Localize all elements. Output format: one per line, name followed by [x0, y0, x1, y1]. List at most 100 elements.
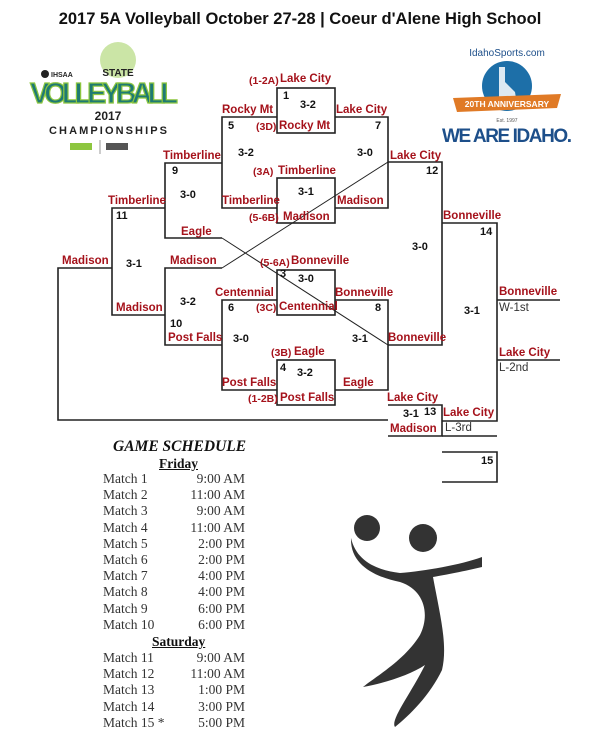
team-label: Lake City [390, 150, 442, 162]
est-text: Est. 1997 [496, 118, 517, 124]
schedule-row: Match 15 * 5:00 PM [103, 715, 245, 731]
team-label: Lake City [280, 73, 332, 85]
match-number: 6 [228, 302, 235, 314]
match-1-box [276, 87, 336, 134]
match-number: 7 [375, 120, 382, 132]
ribbon-text: 20TH ANNIVERSARY [465, 99, 550, 109]
schedule-row: Match 2 11:00 AM [103, 487, 245, 503]
seed: (3C) [256, 302, 277, 314]
match-time: 6:00 PM [198, 600, 245, 616]
logo-line3: CHAMPIONSHIPS [49, 125, 167, 137]
match-name: Match 2 [103, 487, 148, 503]
match-name: Match 4 [103, 519, 148, 535]
schedule-heading: GAME SCHEDULE [113, 438, 247, 455]
sponsor-logo [106, 143, 128, 150]
bracket-lines [57, 87, 560, 483]
match-number: 9 [172, 165, 179, 177]
match-name: Match 9 [103, 600, 148, 616]
match-number: 12 [426, 165, 439, 177]
volleyball-player-icon [350, 515, 482, 727]
team-label: Lake City [443, 407, 495, 419]
match-score: 3-2 [180, 296, 196, 308]
ribbon [453, 94, 561, 112]
team-label: Timberline [222, 195, 280, 207]
match-2-box [276, 177, 336, 224]
champion-team: Bonneville [499, 286, 558, 298]
crossover-lines [221, 161, 389, 346]
match-time: 9:00 AM [196, 650, 245, 665]
seed: (1-2B) [248, 393, 278, 405]
match-time: 11:00 AM [190, 519, 245, 535]
match-score: 3-2 [297, 367, 313, 379]
match-number: 11 [116, 210, 128, 222]
match-score: 3-2 [238, 147, 254, 159]
match-score: 3-1 [403, 408, 419, 420]
match-score: 3-0 [233, 333, 249, 345]
match-name: Match 6 [103, 552, 148, 567]
team-label: Post Falls [222, 377, 277, 389]
brand-name: IdahoSports.com [469, 48, 545, 59]
player-head [409, 524, 437, 552]
team-label: Timberline [108, 195, 166, 207]
logo-year: 2017 [95, 109, 122, 123]
match-score: 3-0 [298, 273, 314, 285]
match-10-bracket [164, 267, 222, 346]
team-label: Lake City [387, 392, 439, 404]
team-label: Eagle [294, 346, 325, 358]
team-label: Madison [390, 423, 437, 435]
match-time: 4:00 PM [198, 568, 245, 584]
idahosports-logo: IdahoSports.com 20TH ANNIVERSARY Est. 19… [442, 48, 572, 147]
team-label: Rocky Mt [279, 120, 331, 132]
match-number: 4 [280, 362, 287, 374]
match-11-bracket [111, 207, 165, 316]
match-name: Match 11 [103, 650, 154, 665]
page-title: 2017 5A Volleyball October 27-28 | Coeur… [58, 10, 542, 28]
match-name: Match 1 [103, 471, 148, 486]
tagline: WE ARE IDAHO. [442, 126, 572, 147]
team-label: Madison [116, 302, 163, 314]
match-name: Match 10 [103, 616, 155, 632]
match-name: Match 5 [103, 535, 148, 551]
schedule-row: Match 10 6:00 PM [103, 617, 245, 633]
match-time: 5:00 PM [198, 714, 245, 730]
schedule-row: Match 11 9:00 AM [103, 650, 245, 666]
match-score: 3-1 [352, 333, 368, 345]
match-13-bracket [388, 404, 443, 437]
match-name: Match 15 * [103, 714, 165, 730]
match-score: 3-1 [464, 305, 480, 317]
match-14-bracket [442, 222, 498, 422]
team-label: Bonneville [443, 210, 502, 222]
match-number: 13 [424, 406, 437, 418]
seed: (3D) [256, 121, 277, 133]
seed: (3A) [253, 166, 274, 178]
seed: (3B) [271, 347, 292, 359]
day-heading-saturday: Saturday [152, 634, 206, 649]
match-3-box [276, 269, 336, 316]
match-time: 9:00 AM [196, 503, 245, 519]
match-11-winner-line [57, 267, 388, 421]
match-time: 1:00 PM [198, 682, 245, 698]
schedule-row: Match 4 11:00 AM [103, 520, 245, 536]
team-label: Madison [283, 211, 330, 223]
match-time: 4:00 PM [198, 584, 245, 600]
match-number: 1 [283, 90, 290, 102]
match-time: 6:00 PM [198, 616, 245, 632]
match-time: 2:00 PM [198, 535, 245, 551]
ball-graphic-icon [100, 42, 136, 78]
team-label: Timberline [278, 165, 336, 177]
team-label: Madison [170, 255, 217, 267]
seed: (5-6B) [249, 212, 279, 224]
logo-line2: VOLLEYBALL [30, 78, 178, 110]
match-time: 9:00 AM [196, 471, 245, 486]
match-number: 15 [481, 455, 494, 467]
match-score: 3-0 [180, 189, 196, 201]
match-4-box [276, 359, 336, 406]
team-label: Eagle [181, 226, 212, 238]
logo-org: IHSAA [51, 72, 73, 79]
team-label: Bonneville [335, 287, 394, 299]
match-time: 11:00 AM [190, 487, 245, 503]
